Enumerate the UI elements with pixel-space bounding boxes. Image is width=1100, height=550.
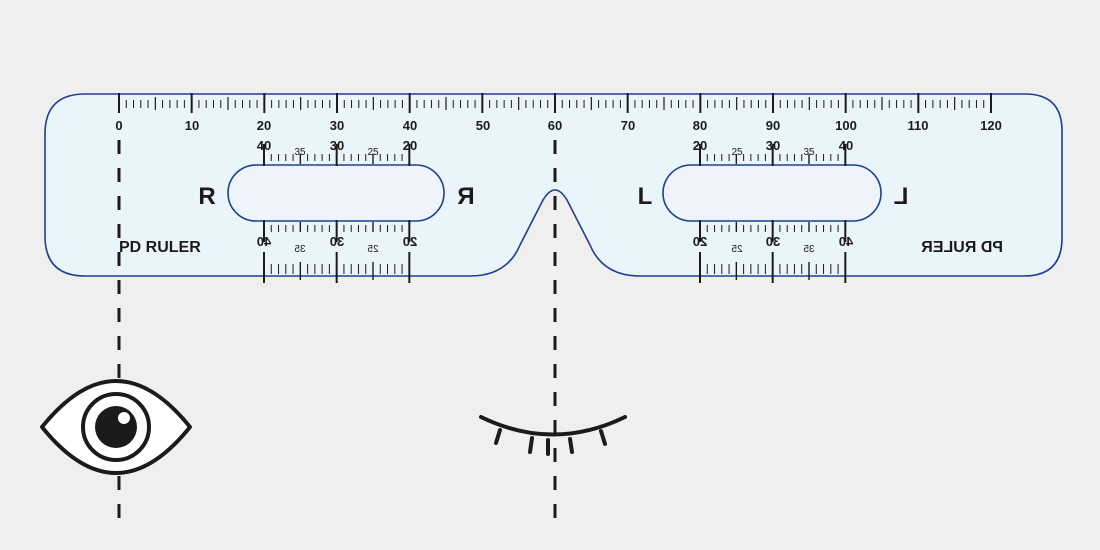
lwin-bot-30: 30 (766, 234, 780, 249)
lwin-top-25: 25 (731, 147, 743, 158)
closed-eye-icon (479, 415, 627, 456)
lwin-top-35: 35 (803, 147, 815, 158)
right-slot-bottom-ticks (263, 220, 411, 283)
lwin-bot-25: 25 (731, 244, 743, 255)
rwin-bot-40: 40 (257, 234, 271, 249)
main-scale-ticks (118, 93, 992, 113)
ruler-title-mirrored: PD RULER (921, 239, 1003, 256)
main-label-40: 40 (403, 118, 417, 133)
lwin-bot-20: 20 (693, 234, 707, 249)
lwin-bot-40: 40 (839, 234, 853, 249)
rwin-bot-30: 30 (330, 234, 344, 249)
right-slot-bottom-labels: 40 35 30 25 20 (257, 234, 417, 255)
main-label-90: 90 (766, 118, 780, 133)
main-label-0: 0 (115, 118, 122, 133)
open-eye-icon (40, 379, 192, 475)
rwin-bot-20: 20 (403, 234, 417, 249)
right-slot-top-ticks (263, 144, 411, 166)
left-marker-mirrored: L (894, 183, 909, 210)
main-label-110: 110 (908, 118, 929, 133)
right-marker: R (198, 183, 215, 210)
ruler-title: PD RULER (119, 239, 201, 256)
left-eye-slot (662, 164, 882, 222)
rwin-bot-35: 35 (294, 244, 306, 255)
left-slot-bottom-labels: 20 25 30 35 40 (693, 234, 853, 255)
right-marker-mirrored: R (457, 183, 474, 210)
main-label-120: 120 (980, 118, 1002, 133)
rwin-top-35: 35 (294, 147, 306, 158)
left-marker: L (638, 183, 653, 210)
lwin-bot-35: 35 (803, 244, 815, 255)
left-slot-top-labels: 20 25 30 35 40 (693, 138, 853, 158)
main-label-10: 10 (185, 118, 199, 133)
lwin-top-20: 20 (693, 138, 707, 153)
main-label-60: 60 (548, 118, 562, 133)
left-slot-top-ticks (699, 144, 847, 166)
main-label-30: 30 (330, 118, 344, 133)
ruler-body (44, 93, 1063, 277)
main-label-20: 20 (257, 118, 271, 133)
rwin-top-25: 25 (367, 147, 379, 158)
main-label-50: 50 (476, 118, 490, 133)
right-eye-slot (227, 164, 445, 222)
rwin-top-40: 40 (257, 138, 271, 153)
main-label-80: 80 (693, 118, 707, 133)
lwin-top-40: 40 (839, 138, 853, 153)
rwin-top-20: 20 (403, 138, 417, 153)
left-slot-bottom-ticks (699, 220, 847, 283)
rwin-bot-25: 25 (367, 244, 379, 255)
right-slot-top-labels: 40 35 30 25 20 (257, 138, 417, 158)
main-label-100: 100 (835, 118, 857, 133)
lwin-top-30: 30 (766, 138, 780, 153)
main-scale-labels: 0 10 20 30 40 50 60 70 80 90 100 110 120 (115, 118, 1001, 133)
main-label-70: 70 (621, 118, 635, 133)
rwin-top-30: 30 (330, 138, 344, 153)
